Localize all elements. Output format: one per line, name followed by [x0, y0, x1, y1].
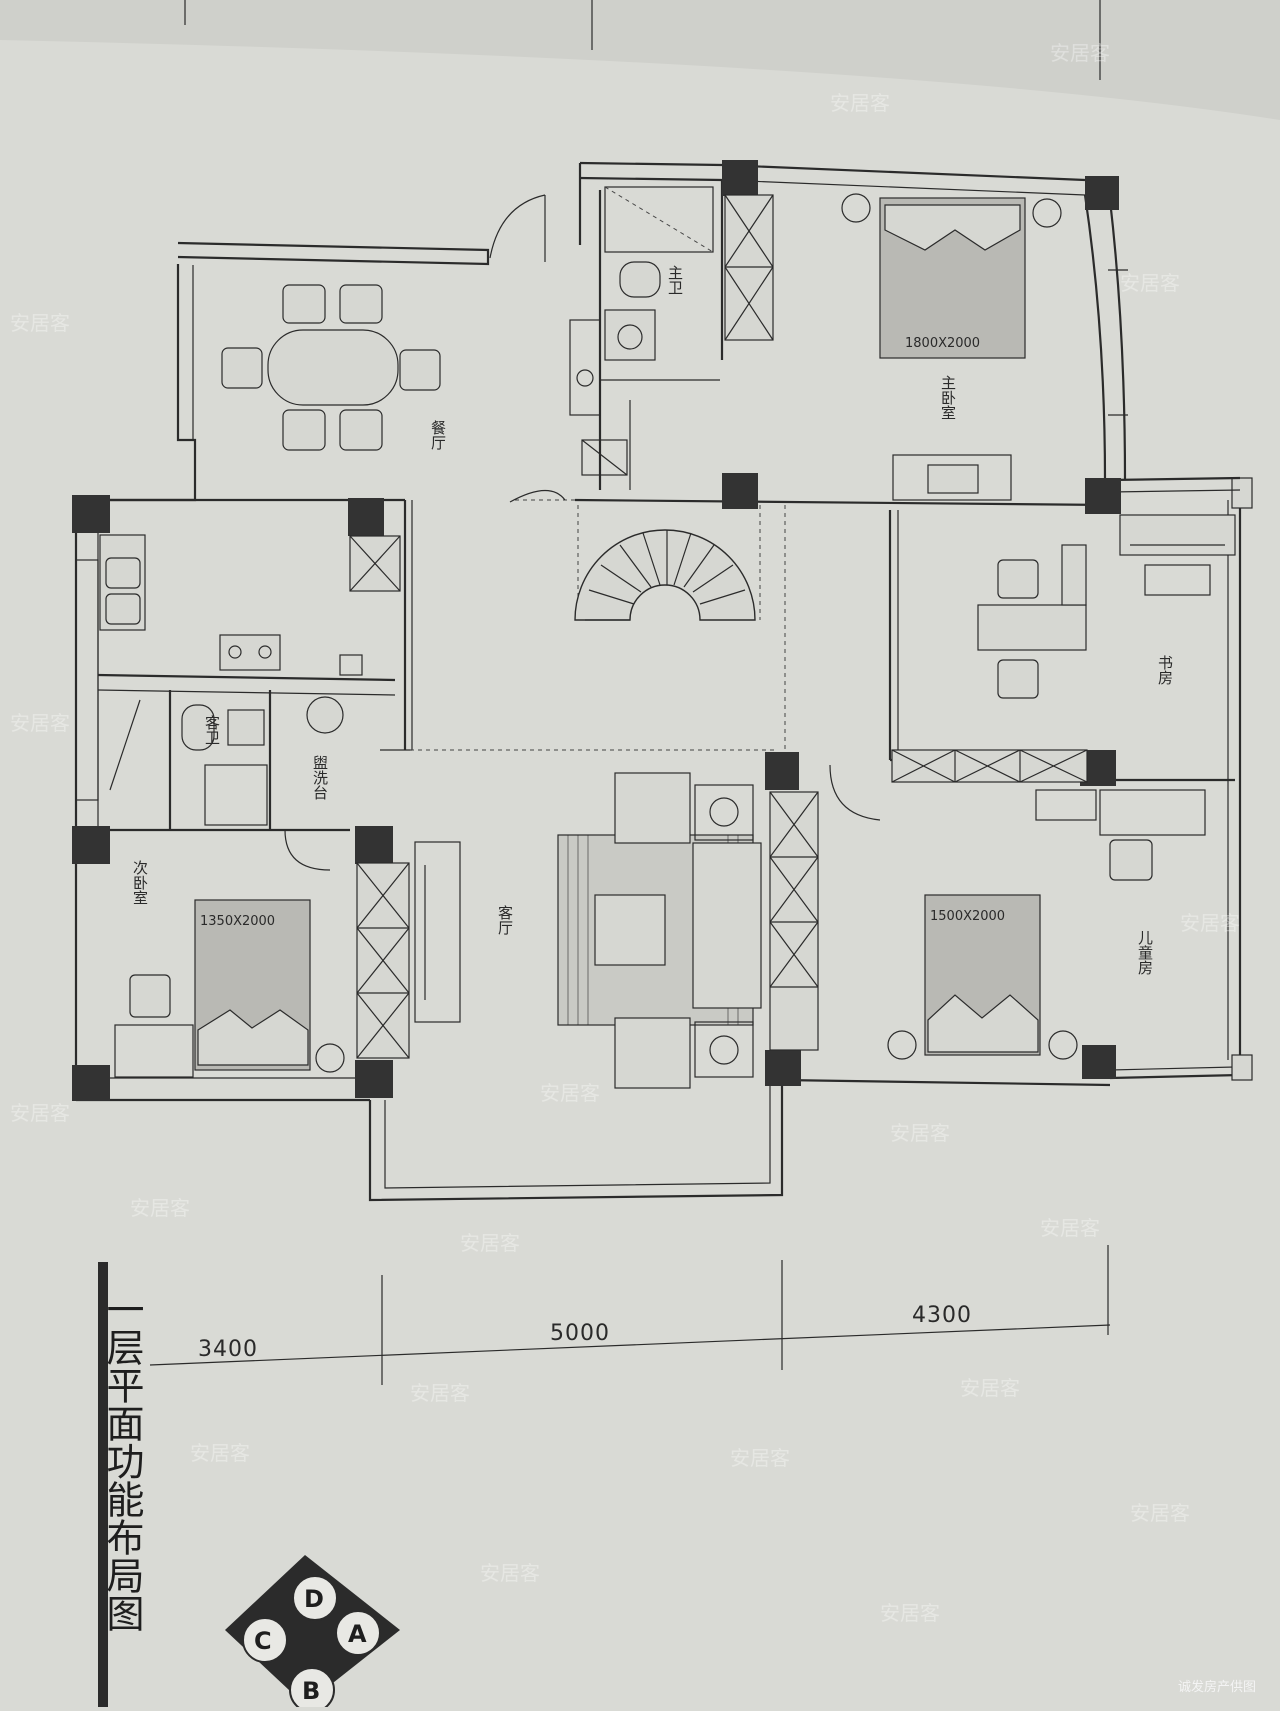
wardrobe-units: [356, 791, 819, 1059]
image-credit: 诚发房产供图: [1177, 1680, 1256, 1695]
title-block: 一层平面功能布局图: [98, 1262, 144, 1707]
dining-room-label: 餐厅: [429, 420, 447, 450]
watermark: 安居客: [410, 1381, 470, 1405]
watermark: 安居客: [1040, 1216, 1100, 1240]
compass-a: A: [348, 1620, 367, 1648]
kids-room-label: 儿童房: [1136, 930, 1154, 975]
plan-title: 一层平面功能布局图: [100, 1290, 144, 1632]
watermark: 安居客: [1050, 41, 1110, 65]
master-bed-size: 1800X2000: [905, 336, 980, 351]
watermark: 安居客: [1180, 911, 1240, 935]
wash-basin-label: 盥洗台: [311, 755, 329, 800]
watermark: 安居客: [480, 1561, 540, 1585]
dimension-5000: 5000: [550, 1321, 610, 1346]
master-bedroom-label: 主卧室: [939, 375, 957, 420]
second-bedroom-area: 1350X2000 次卧室: [114, 860, 345, 1078]
watermark: 安居客: [10, 311, 70, 335]
watermark: 安居客: [960, 1376, 1020, 1400]
dimension-3400: 3400: [198, 1337, 258, 1362]
watermark: 安居客: [1120, 271, 1180, 295]
kitchen-area: [99, 534, 401, 676]
second-bedroom-label: 次卧室: [131, 860, 149, 905]
watermark: 安居客: [130, 1196, 190, 1220]
living-area: 客厅: [414, 772, 762, 1089]
master-bath-area: 主卫: [569, 186, 774, 476]
watermarks: 安居客 安居客 安居客 安居客 安居客 安居客 安居客 安居客 安居客 安居客 …: [10, 41, 1240, 1625]
compass-d: D: [304, 1585, 324, 1613]
guest-bath-area: 客卫 盥洗台: [181, 696, 344, 826]
master-bath-label: 主卫: [666, 265, 684, 295]
dimension-line: 3400 5000 4300: [149, 1245, 1111, 1385]
second-bed-size: 1350X2000: [200, 914, 275, 929]
watermark: 安居客: [890, 1121, 950, 1145]
master-bedroom-area: 1800X2000 主卧室: [841, 193, 1062, 501]
watermark: 安居客: [540, 1081, 600, 1105]
watermark: 安居客: [10, 1101, 70, 1125]
study-area: 书房: [891, 514, 1236, 783]
structural-columns: [72, 160, 1121, 1101]
watermark: 安居客: [10, 711, 70, 735]
watermark: 安居客: [830, 91, 890, 115]
living-room-label: 客厅: [496, 905, 514, 935]
watermark: 安居客: [460, 1231, 520, 1255]
kids-bed-size: 1500X2000: [930, 909, 1005, 924]
compass-b: B: [302, 1677, 320, 1705]
spiral-staircase: [574, 529, 756, 621]
dimension-4300: 4300: [912, 1303, 972, 1328]
watermark: 安居客: [1130, 1501, 1190, 1525]
watermark: 安居客: [190, 1441, 250, 1465]
dining-area: 餐厅: [221, 284, 447, 451]
compass-rose: D A C B: [225, 1555, 400, 1711]
compass-c: C: [254, 1627, 272, 1655]
study-label: 书房: [1156, 655, 1174, 685]
kids-room-area: 1500X2000 儿童房: [887, 789, 1206, 1060]
guest-bath-label: 客卫: [203, 715, 221, 745]
doors: [109, 194, 881, 871]
watermark: 安居客: [730, 1446, 790, 1470]
watermark: 安居客: [880, 1601, 940, 1625]
